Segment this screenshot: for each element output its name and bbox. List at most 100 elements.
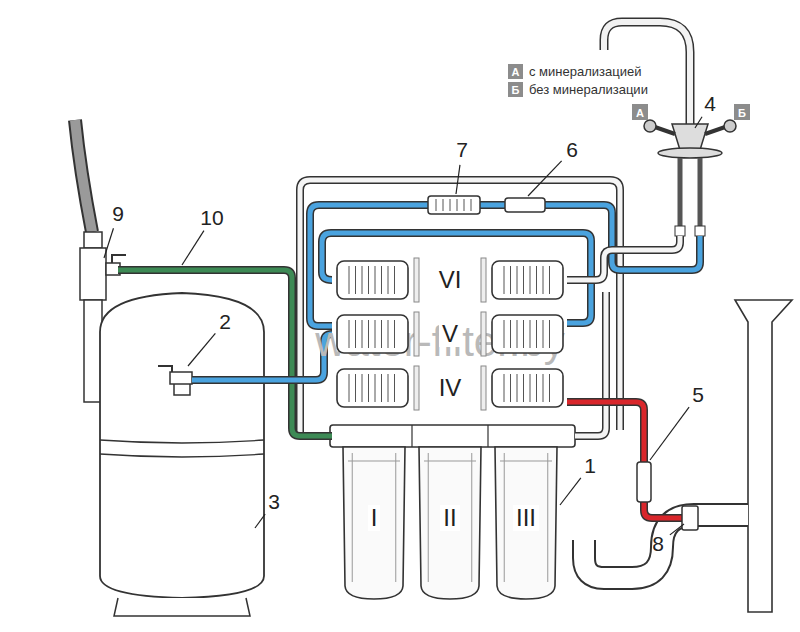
- tube-outline: [310, 205, 428, 326]
- stage-number: I: [368, 505, 381, 531]
- fitting: [675, 226, 685, 236]
- tube: [322, 233, 591, 323]
- leader-line: [188, 333, 215, 366]
- rib: [517, 320, 518, 348]
- leader-line: [255, 514, 265, 528]
- handle-letter: А: [512, 66, 520, 78]
- housing-body: [419, 447, 481, 599]
- tee-adapter: [80, 248, 106, 300]
- siphon: [584, 515, 748, 578]
- rib: [549, 374, 550, 402]
- cartridge-pair: IV: [335, 366, 565, 410]
- handle-tag: [632, 104, 648, 120]
- rib: [549, 320, 550, 348]
- label-holder: Б: [512, 80, 520, 98]
- rib: [362, 320, 363, 348]
- rib: [530, 266, 531, 294]
- rib: [504, 374, 505, 402]
- rib: [530, 374, 531, 402]
- handle-letter: Б: [738, 107, 746, 119]
- cartridge-pair: V: [335, 312, 565, 356]
- bracket: [481, 258, 486, 302]
- rib: [355, 374, 356, 402]
- siphon: [584, 515, 748, 578]
- cartridge-pair: VI: [335, 258, 565, 302]
- check-valve: [505, 198, 545, 212]
- callout-number: 4: [704, 92, 716, 115]
- legend-row: без минерализации: [508, 80, 648, 98]
- cartridge: [337, 369, 408, 407]
- housing-shade: [348, 453, 400, 582]
- rib: [517, 266, 518, 294]
- tube: [567, 402, 684, 518]
- rib: [510, 266, 511, 294]
- tank-valve: [170, 372, 192, 384]
- rib: [536, 374, 537, 402]
- rib: [394, 266, 395, 294]
- rib: [388, 320, 389, 348]
- cartridge: [337, 315, 408, 353]
- label-holder: 6: [566, 139, 578, 161]
- rib: [375, 374, 376, 402]
- leader-line: [650, 407, 689, 460]
- rib: [349, 320, 350, 348]
- tube-outline: [118, 270, 332, 436]
- rib: [450, 199, 451, 211]
- rib: [443, 199, 444, 211]
- filter-housing: II: [416, 447, 484, 600]
- rib: [368, 320, 369, 348]
- handle-letter: Б: [512, 84, 520, 96]
- supply-hose: [75, 120, 92, 232]
- leader-line: [528, 161, 562, 196]
- leader-line: [104, 228, 113, 258]
- callout-number: 2: [219, 310, 231, 333]
- handle-letter: А: [636, 107, 644, 119]
- rib: [436, 199, 437, 211]
- faucet-lever: [652, 126, 728, 134]
- rib: [543, 320, 544, 348]
- ball-valve: [106, 263, 120, 275]
- tube: [567, 236, 680, 280]
- rib: [523, 266, 524, 294]
- housing-shade: [424, 453, 476, 582]
- rib: [543, 266, 544, 294]
- tank-stand: [114, 598, 250, 616]
- rib: [530, 320, 531, 348]
- label-holder: 5: [692, 384, 704, 406]
- head-seam: [412, 425, 488, 447]
- rib: [362, 374, 363, 402]
- tube-outline: [480, 201, 505, 209]
- rib: [523, 374, 524, 402]
- label-holder: А: [636, 103, 644, 121]
- faucet-stem: [680, 158, 700, 232]
- rib: [355, 266, 356, 294]
- rib: [381, 320, 382, 348]
- callout-number: 10: [200, 206, 223, 229]
- rib: [349, 266, 350, 294]
- bracket: [414, 366, 419, 410]
- rib: [464, 199, 465, 211]
- rib: [457, 199, 458, 211]
- rib: [517, 374, 518, 402]
- rib: [349, 374, 350, 402]
- leader-line: [560, 478, 581, 505]
- valve-handle: [158, 366, 172, 372]
- rib: [549, 266, 550, 294]
- tube: [310, 205, 428, 326]
- label-holder: 1: [584, 455, 596, 477]
- rib: [394, 374, 395, 402]
- rib: [543, 374, 544, 402]
- tube: [192, 334, 332, 380]
- sink-drain: [735, 300, 792, 612]
- callout-number: 9: [112, 202, 124, 225]
- rib: [504, 320, 505, 348]
- label-holder: 4: [704, 93, 716, 115]
- housing-body: [495, 447, 557, 599]
- leader-line: [182, 231, 204, 265]
- cartridge: [337, 261, 408, 299]
- cartridge: [492, 369, 563, 407]
- rib: [355, 320, 356, 348]
- mineralizer: [428, 196, 480, 214]
- tank-valve: [174, 383, 190, 395]
